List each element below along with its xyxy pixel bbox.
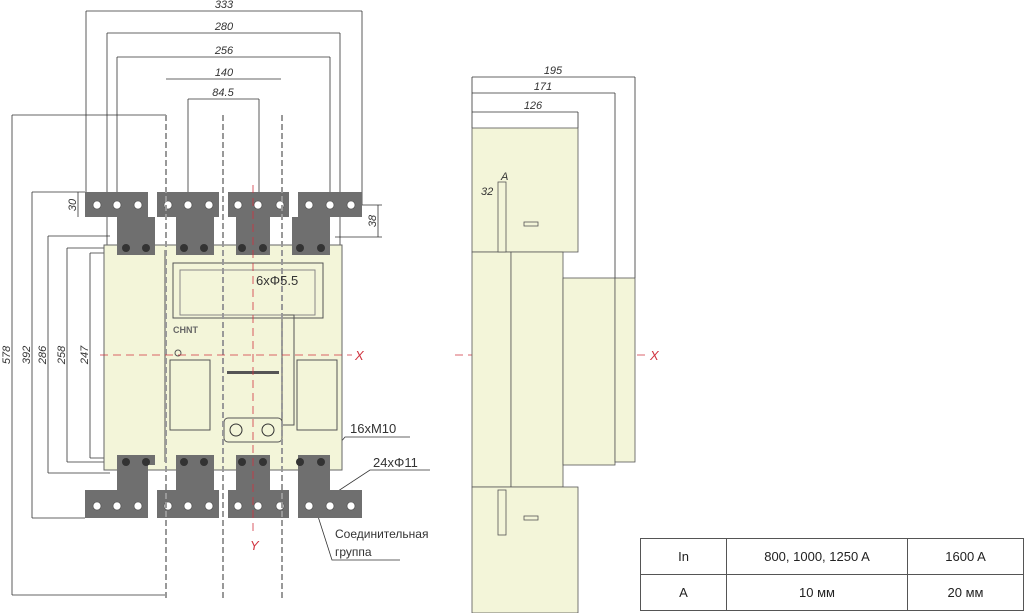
dim-126: 126 [524,100,543,112]
dim-247: 247 [79,345,91,365]
label-a: A [500,171,508,183]
spec-table: In 800, 1000, 1250 A 1600 A A 10 мм 20 м… [640,538,1024,611]
terminal-bolts [122,244,325,466]
dim-578: 578 [1,345,13,364]
callout-bolts: 16xM10 [350,421,396,436]
table-row: A 10 мм 20 мм [640,574,1024,611]
callout-group-line2: группа [335,545,372,559]
table-cell: 10 мм [726,574,908,611]
dim-280: 280 [214,21,234,33]
callout-mount-holes: 6xΦ5.5 [256,273,298,288]
table-cell: A [640,574,727,611]
dim-286: 286 [37,345,49,365]
dim-171: 171 [534,81,552,93]
table-cell: 20 мм [907,574,1024,611]
table-cell: 1600 A [907,538,1024,575]
axis-x-label: X [354,348,365,363]
callout-group-line1: Соединительная [335,527,428,541]
table-cell: In [640,538,727,575]
table-row: In 800, 1000, 1250 A 1600 A [640,538,1024,575]
busbar-holes [92,200,356,511]
dim-195: 195 [544,65,563,77]
brand-logo: CHNT [173,325,198,335]
dim-30: 30 [67,198,79,211]
table-cell: 800, 1000, 1250 A [726,538,908,575]
dim-32: 32 [481,186,493,198]
dim-333: 333 [215,0,234,11]
dim-256: 256 [214,45,234,57]
dim-258: 258 [56,345,68,365]
dim-140: 140 [215,67,234,79]
dim-38: 38 [367,214,379,227]
dim-392: 392 [21,346,33,364]
breaker-side-body [471,127,636,613]
front-dimension-lines [11,10,430,596]
axis-y-label: Y [250,538,260,553]
callout-holes: 24xΦ11 [373,455,418,470]
dim-84-5: 84.5 [212,87,234,99]
side-axis-x-label: X [649,348,660,363]
